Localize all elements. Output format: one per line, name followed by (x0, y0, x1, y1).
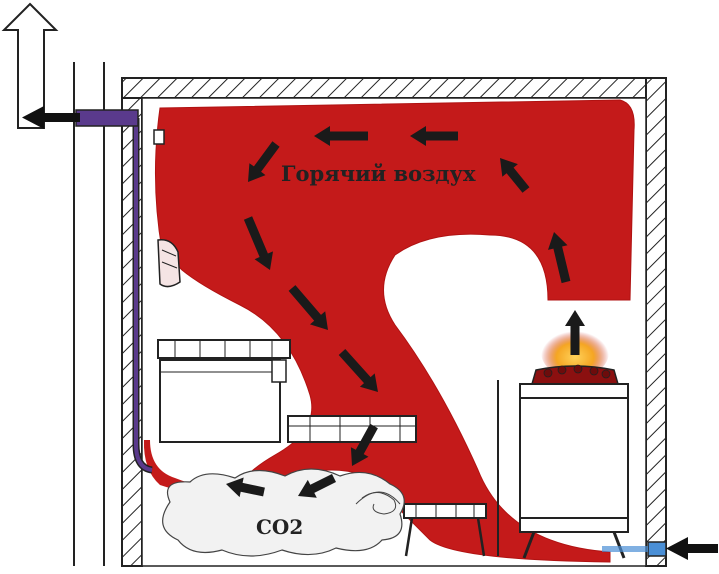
flow-arrow-icon (248, 141, 280, 182)
upper-bench (157, 339, 291, 443)
flow-arrow-icon (288, 285, 328, 330)
flow-arrow-icon (314, 126, 368, 146)
co2-cloud (162, 468, 405, 557)
sauna-heater (519, 364, 629, 559)
exterior-wall (73, 62, 105, 566)
left-arrow-icon (666, 537, 718, 560)
stool (403, 503, 487, 557)
flow-arrow-icon (226, 477, 265, 498)
flow-arrows (226, 126, 585, 498)
exhaust-out-arrow (22, 106, 80, 129)
flow-arrow-icon (500, 158, 530, 193)
flow-arrow-icon (243, 216, 273, 270)
up-arrow-outline-icon (1, 2, 59, 129)
fresh-air-inlet (602, 541, 667, 557)
flow-arrow-icon (350, 423, 378, 466)
flow-arrow-icon (298, 474, 336, 498)
flow-arrow-icon (565, 310, 585, 355)
hot-air-label: Горячий воздух (281, 161, 476, 186)
flow-arrow-icon (338, 349, 378, 392)
flow-arrow-icon (548, 232, 571, 284)
lower-bench (287, 415, 417, 443)
co2-label: CO2 (256, 515, 303, 539)
wall-fixture (157, 239, 181, 288)
flow-arrow-icon (410, 126, 458, 146)
exhaust-duct (75, 109, 165, 474)
hot-air-flow (154, 99, 635, 563)
